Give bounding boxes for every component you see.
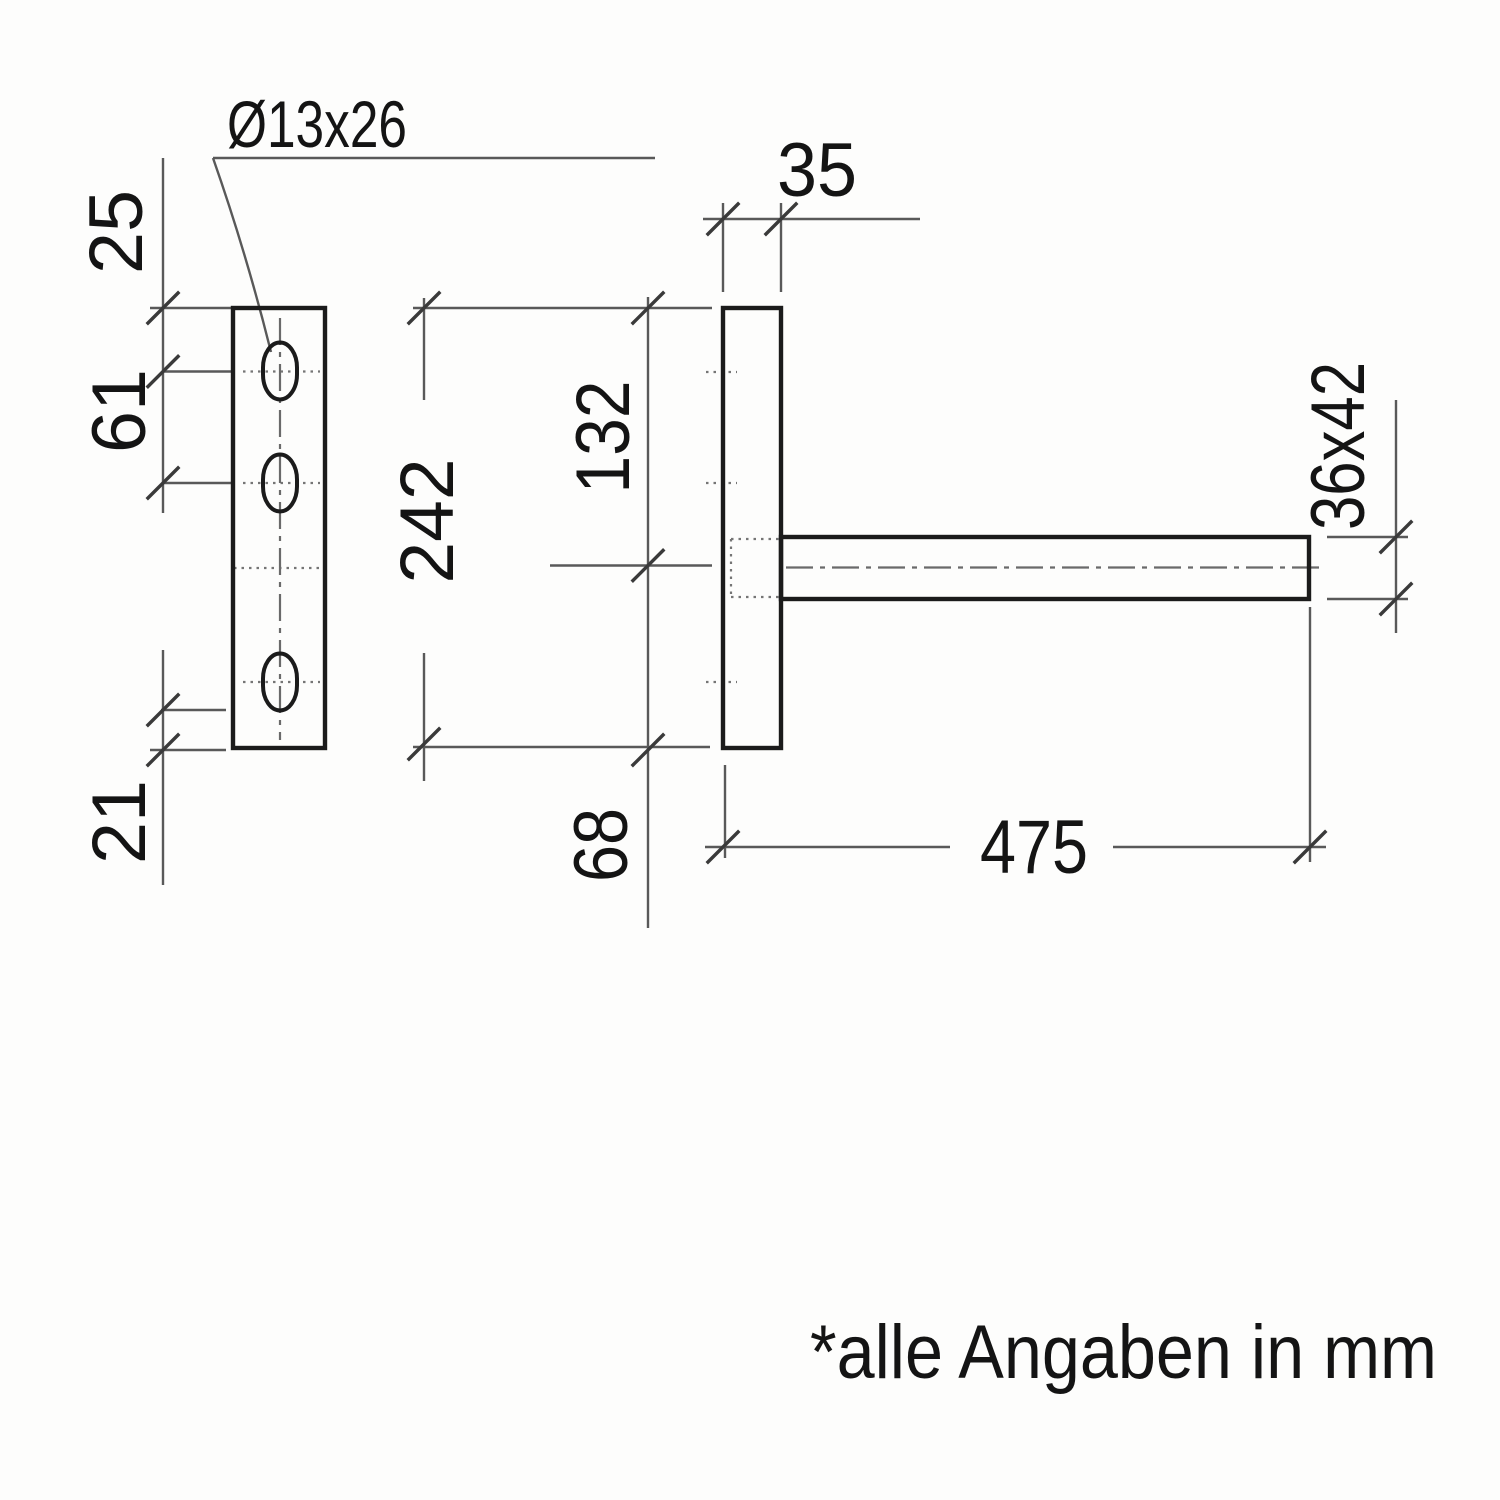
slot-hole-middle (261, 452, 299, 514)
dim-36x42-label: 36x42 (1296, 362, 1381, 530)
dim-242-label: 242 (385, 459, 470, 584)
dim-132-label: 132 (561, 381, 646, 494)
dim-475-label: 475 (980, 805, 1088, 890)
front-slot-center-dotted (243, 370, 320, 684)
slot-hole-bottom (261, 651, 299, 713)
dim-68-label: 68 (559, 808, 644, 882)
hidden-lines (234, 370, 779, 684)
rod-outline (778, 534, 1312, 602)
units-note: *alle Angaben in mm (810, 1310, 1437, 1395)
side-rod-embed-dotted (729, 537, 779, 599)
rod-length-extensions (723, 607, 1312, 862)
center-lines (278, 318, 1326, 740)
left-extension-lines (150, 306, 232, 752)
dimension-labels: Ø13x26 25 61 21 242 132 68 35 36x42 475 (74, 87, 1381, 890)
side-plate-outline (720, 305, 784, 751)
hole-callout-label: Ø13x26 (227, 87, 407, 161)
front-plate-outline (230, 305, 328, 751)
tick-marks (145, 201, 1414, 865)
dim-21-label: 21 (77, 780, 162, 864)
slot-hole-top (261, 340, 299, 402)
dim-35-label: 35 (777, 128, 857, 213)
dim-25-label: 25 (74, 190, 159, 274)
callout-leader-line (211, 157, 273, 353)
side-view (720, 305, 1312, 751)
front-view (230, 305, 328, 751)
thickness-extensions (721, 203, 783, 292)
dim-61-label: 61 (77, 369, 162, 453)
